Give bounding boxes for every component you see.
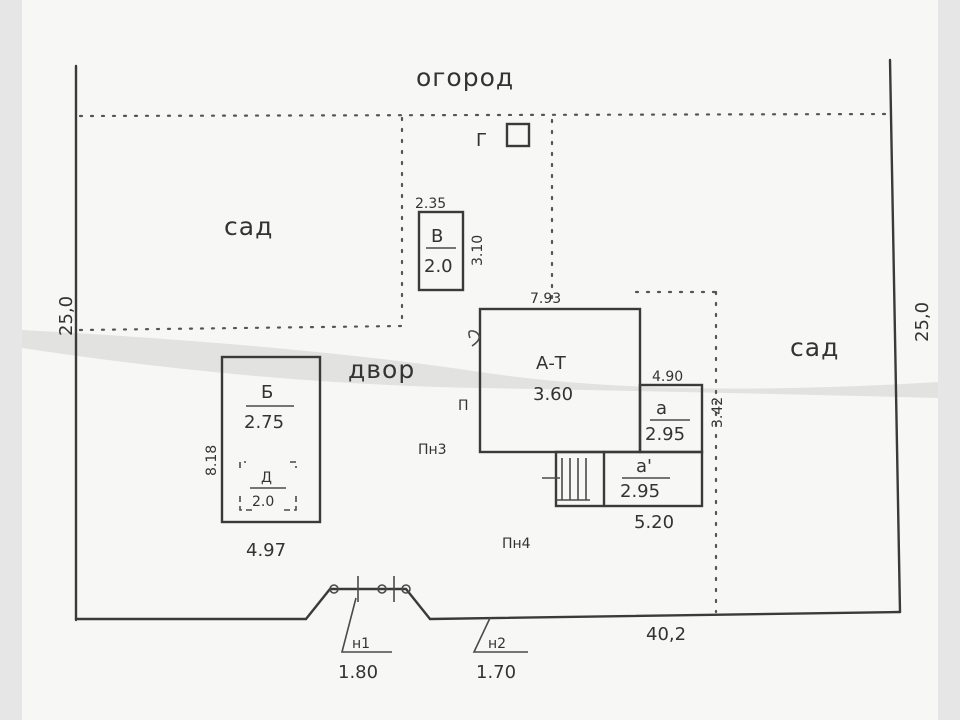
annex-a-depth: 3.42 <box>710 397 726 428</box>
dotted-boundaries <box>78 112 892 614</box>
house-a-door: Пн3 <box>418 442 447 458</box>
gate-n1-value: 1.80 <box>338 662 378 683</box>
house-a-code: А-Т <box>536 353 567 374</box>
building-v-width: 2.35 <box>415 196 446 212</box>
gate-n2-value: 1.70 <box>476 662 516 683</box>
annex-a[interactable]: 4.90 а 2.95 3.42 <box>638 369 726 454</box>
annex-a-height: 2.95 <box>645 424 685 445</box>
annex-a1[interactable]: а' 2.95 5.20 <box>542 450 704 533</box>
annex-a1-width: 5.20 <box>634 512 674 533</box>
building-v-height: 2.0 <box>424 256 453 277</box>
house-a-side-label: П <box>458 398 469 414</box>
building-d[interactable]: Д 2.0 <box>239 461 297 511</box>
building-b-width: 4.97 <box>246 540 286 561</box>
building-v[interactable]: 2.35 В 2.0 3.10 <box>415 196 486 292</box>
lot-right-dimension: 25,0 <box>912 302 933 342</box>
label-ogorod: огород <box>416 63 514 92</box>
building-b[interactable]: 8.18 Б 2.75 4.97 <box>204 355 322 561</box>
label-yard: двор <box>348 355 415 384</box>
annex-a1-height: 2.95 <box>620 481 660 502</box>
lot-left-dimension: 25,0 <box>56 296 77 336</box>
building-d-code: Д <box>261 470 272 486</box>
gate-n1-code: н1 <box>352 636 370 652</box>
lot-bottom-dimension: 40,2 <box>646 624 686 645</box>
gate-n1[interactable]: н1 1.80 <box>329 576 411 683</box>
annex-a-width: 4.90 <box>652 369 683 385</box>
paper-fold <box>22 330 938 398</box>
house-a-height: 3.60 <box>533 384 573 405</box>
building-b-code: Б <box>261 382 273 403</box>
house-a-width: 7.93 <box>530 291 561 307</box>
stairs-icon <box>542 458 590 501</box>
lot-boundary <box>74 58 902 622</box>
building-b-depth: 8.18 <box>204 445 220 476</box>
toilet-code: Г <box>476 130 487 151</box>
toilet-structure[interactable]: Г <box>476 122 531 151</box>
building-d-height: 2.0 <box>252 494 274 510</box>
gate-n2-code: н2 <box>488 636 506 652</box>
building-v-depth: 3.10 <box>470 235 486 266</box>
annex-a-code: а <box>656 398 667 419</box>
building-v-code: В <box>431 226 443 247</box>
label-garden-right: сад <box>790 333 839 362</box>
label-garden-left: сад <box>224 212 273 241</box>
marker-n4: Пн4 <box>502 536 531 552</box>
gate-n2[interactable]: н2 1.70 <box>472 617 528 683</box>
annex-a1-code: а' <box>636 456 652 477</box>
building-b-height: 2.75 <box>244 412 284 433</box>
